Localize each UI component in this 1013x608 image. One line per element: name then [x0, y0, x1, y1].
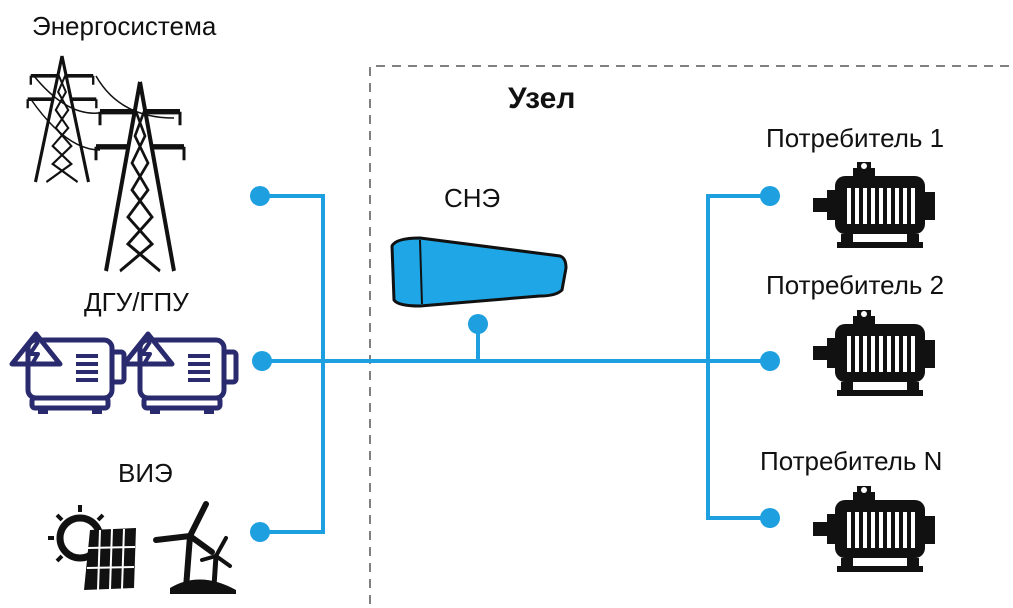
storage-label: СНЭ — [444, 183, 500, 213]
grid-connection-point — [250, 186, 270, 206]
node-boundary — [369, 65, 1013, 604]
solar-wind-icon — [48, 501, 236, 594]
generator-icon — [12, 334, 236, 414]
node-title: Узел — [508, 82, 575, 115]
electric-motor-icon — [813, 486, 935, 572]
storage-connection-point — [468, 314, 488, 334]
consumer-n-label: Потребитель N — [760, 446, 942, 476]
consumer-2-connection-point — [760, 351, 780, 371]
renewables-label: ВИЭ — [118, 458, 173, 488]
electric-motor-icon — [813, 162, 935, 248]
generators-label: ДГУ/ГПУ — [84, 287, 189, 317]
consumer-2-label: Потребитель 2 — [766, 270, 944, 300]
bus-lines — [260, 194, 770, 534]
battery-storage-icon — [390, 236, 568, 308]
consumer-n-connection-point — [760, 508, 780, 528]
transmission-tower-icon — [25, 54, 184, 271]
consumer-1-label: Потребитель 1 — [766, 123, 944, 153]
consumer-1-connection-point — [760, 186, 780, 206]
renewables-connection-point — [250, 522, 270, 542]
grid-label: Энергосистема — [32, 11, 217, 41]
generators-connection-point — [252, 351, 272, 371]
electric-motor-icon — [813, 310, 935, 396]
